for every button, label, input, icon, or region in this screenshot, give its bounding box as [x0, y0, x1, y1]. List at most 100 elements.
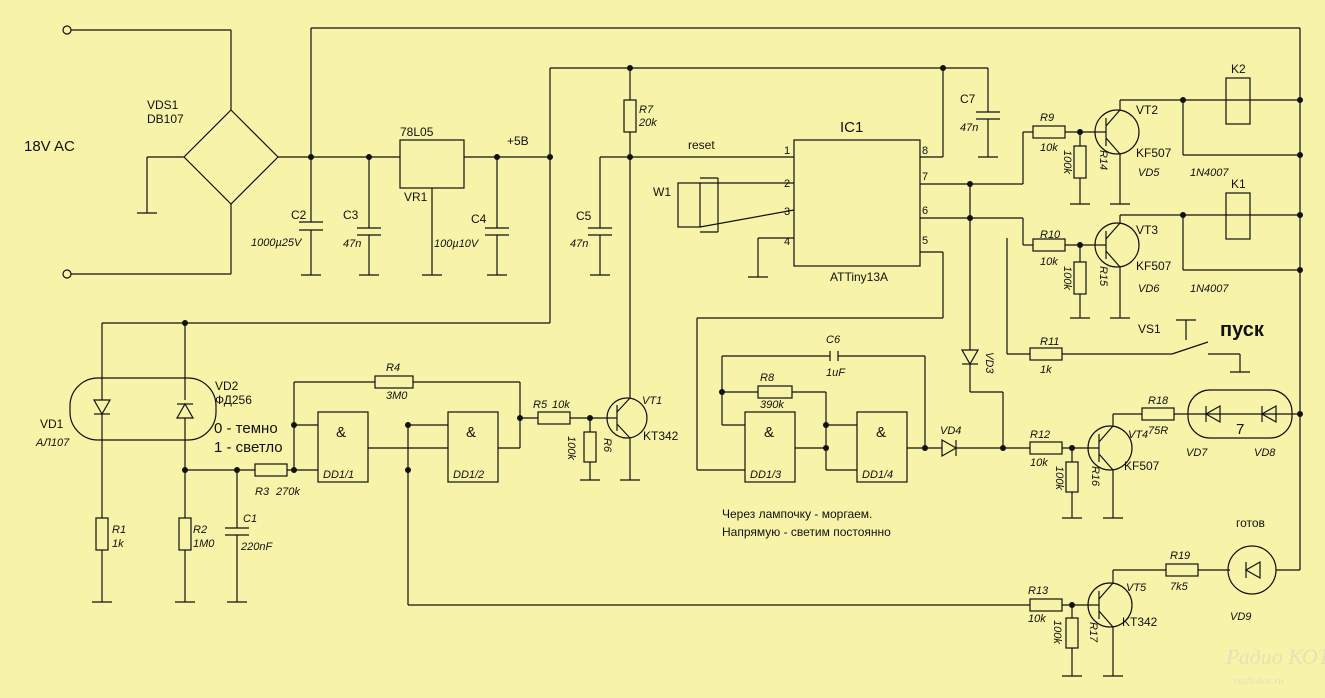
r11-resistor	[1029, 347, 1063, 361]
r14-value: 100k	[1061, 150, 1073, 174]
ac-terminal-bottom	[62, 269, 72, 279]
dd1-3-symbol: &	[764, 424, 774, 441]
labels: 18V AC VDS1 DB107 C2 1000µ25V C3 47n 78L…	[24, 62, 1325, 687]
c6-label: C6	[826, 334, 841, 346]
r5-label: R5	[533, 399, 548, 411]
bridge-rectifier	[183, 109, 279, 205]
ic1-pin2: 2	[784, 178, 790, 190]
ic1-part: ATTiny13A	[830, 270, 888, 284]
r16-value: 100k	[1053, 466, 1065, 490]
dd1-1-gate	[317, 411, 369, 483]
r2-resistor	[178, 517, 192, 551]
r17-label: R17	[1087, 622, 1099, 643]
indicator-seven: 7	[1236, 421, 1244, 438]
vt1-part: KT342	[643, 429, 679, 443]
vt1-label: VT1	[642, 395, 662, 407]
r18-label: R18	[1148, 395, 1169, 407]
r11-label: R11	[1040, 336, 1059, 348]
dd1-1-label: DD1/1	[323, 469, 354, 481]
r4-resistor	[374, 375, 414, 389]
dark-label: 0 - темно	[214, 420, 278, 437]
r11-value: 1k	[1040, 364, 1052, 376]
ic1-pin5: 5	[922, 235, 928, 247]
watermark-url: radiokot.ru	[1234, 675, 1284, 687]
vt5-part: KT342	[1122, 615, 1158, 629]
wires	[62, 25, 1301, 677]
r13-label: R13	[1028, 585, 1049, 597]
dd1-3-gate	[744, 411, 796, 483]
vd9-led-body	[1227, 545, 1277, 595]
r14-resistor	[1073, 145, 1087, 179]
vd1-label: VD1	[40, 417, 64, 431]
pusk-label: пуск	[1220, 319, 1265, 341]
vd6-part: 1N4007	[1190, 283, 1229, 295]
r19-label: R19	[1170, 550, 1190, 562]
r2-label: R2	[193, 524, 207, 536]
r7-label: R7	[639, 104, 654, 116]
vr1-regulator	[399, 139, 465, 189]
dd1-2-gate	[447, 411, 499, 483]
vds1-part: DB107	[147, 112, 184, 126]
dd1-3-label: DD1/3	[750, 469, 782, 481]
r1-resistor	[95, 517, 109, 551]
k1-relay	[1225, 192, 1251, 240]
vt3-part: KF507	[1136, 259, 1172, 273]
r2-value: 1M0	[193, 538, 215, 550]
r3-label: R3	[255, 486, 270, 498]
vt4-transistor	[1087, 425, 1133, 471]
vd4-diode	[941, 438, 958, 458]
r15-label: R15	[1097, 266, 1109, 287]
r14-label: R14	[1097, 150, 1109, 170]
vd7-led	[1204, 404, 1221, 424]
vd2-label: VD2	[215, 379, 239, 393]
ac-input-label: 18V AC	[24, 138, 75, 155]
gotov-label: готов	[1236, 516, 1265, 530]
ic1-pin4: 4	[784, 236, 790, 248]
r13-value: 10k	[1028, 613, 1046, 625]
r12-label: R12	[1030, 429, 1050, 441]
r5-resistor	[537, 411, 571, 425]
r17-value: 100k	[1051, 620, 1063, 644]
r16-resistor	[1065, 461, 1079, 493]
plus5v-label: +5B	[507, 134, 529, 148]
vs1-switch	[1171, 341, 1209, 355]
ic1-pin3: 3	[784, 206, 790, 218]
vt4-part: KF507	[1124, 459, 1160, 473]
vr1-label: VR1	[404, 190, 428, 204]
vd2-part: ФД256	[215, 393, 252, 407]
vd4-label: VD4	[940, 425, 961, 437]
w1-element	[677, 182, 701, 228]
dd1-4-gate	[856, 411, 908, 483]
junction-dots	[182, 65, 1303, 608]
ic1-pin1: 1	[784, 145, 790, 157]
vt5-transistor	[1087, 582, 1133, 628]
vd9-led	[1244, 560, 1261, 580]
dd1-4-label: DD1/4	[862, 469, 893, 481]
optocoupler-body	[69, 377, 217, 441]
vd2-photodiode	[175, 402, 195, 419]
c4-value: 100µ10V	[434, 238, 480, 250]
vd1-part: АЛ107	[35, 437, 70, 449]
dd1-2-symbol: &	[466, 424, 476, 441]
r1-label: R1	[112, 524, 126, 536]
k1-label: K1	[1231, 177, 1246, 191]
r15-resistor	[1073, 261, 1087, 295]
r3-resistor	[254, 463, 288, 477]
ic1-pin6: 6	[922, 205, 928, 217]
note-line-1: Через лампочку - моргаем.	[722, 507, 872, 521]
r10-value: 10k	[1040, 256, 1058, 268]
vd5-label: VD5	[1138, 167, 1160, 179]
r3-value: 270k	[275, 486, 300, 498]
vd6-label: VD6	[1138, 283, 1160, 295]
r1-value: 1k	[112, 538, 124, 550]
r15-value: 100k	[1061, 266, 1073, 290]
r12-value: 10k	[1030, 457, 1048, 469]
c7-value: 47n	[960, 122, 978, 134]
dd1-2-label: DD1/2	[453, 469, 484, 481]
r18-resistor	[1141, 407, 1175, 421]
vd8-label: VD8	[1254, 447, 1276, 459]
vr1-part: 78L05	[400, 125, 434, 139]
vt2-part: KF507	[1136, 146, 1172, 160]
c1-value: 220nF	[240, 541, 273, 553]
